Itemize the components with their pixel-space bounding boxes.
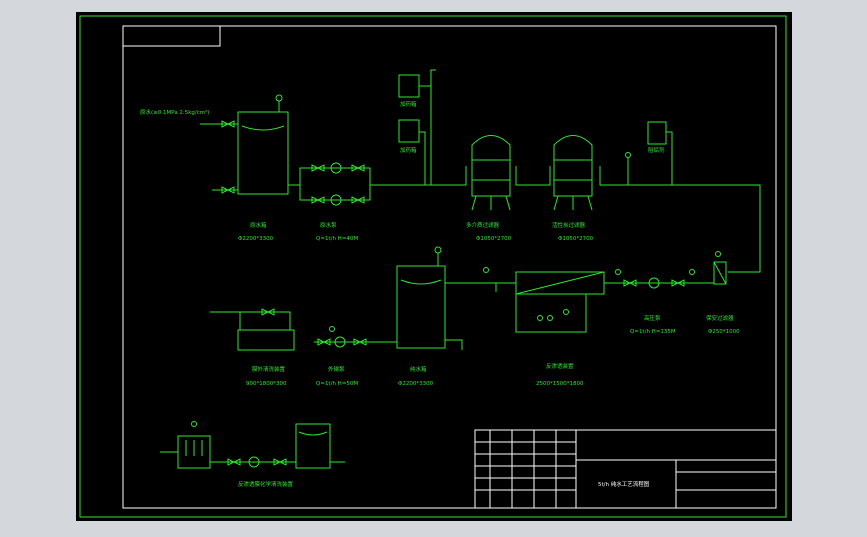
outlet-pump-label: 外输泵 [328,365,345,373]
pressure-gauge-icon [625,152,631,158]
multimedia-filter-spec: Φ1050*2700 [476,236,512,242]
security-filter-label: 保安过滤器 [706,314,734,322]
raw-tank-spec: Φ2200*3300 [238,236,274,242]
carbon-filter-spec: Φ1050*2700 [558,236,594,242]
cleaning-pump-icon [248,456,260,468]
inlet-valve-icon [221,120,235,128]
cleaning-tank [295,423,331,469]
multimedia-filter [471,135,511,211]
main-pipe-1 [370,166,467,186]
raw-water-source-label: 原水(≥0.1MPa 2.5kg/cm²) [140,108,209,116]
hp-pump-spec: Q=1t/h H=135M [630,329,676,335]
dosing-tank-2-label: 加药箱 [400,146,417,154]
carbon-filter [553,135,593,211]
membrane-clean-spec: 900*1800*300 [246,381,287,387]
security-filter-spec: Φ250*1000 [708,329,740,335]
drain-valve-icon [221,186,235,194]
raw-pump-spec: Q=1t/h H=40M [316,236,358,242]
multimedia-filter-label: 多介质过滤器 [466,221,500,229]
pure-tank-spec: Φ2200*3300 [398,381,434,387]
main-pipe-2 [515,166,551,186]
dosing-tank-1-label: 加药箱 [400,100,417,108]
raw-pump-2-icon [330,194,342,206]
antiscalant-tank [647,121,667,145]
outer-frame [79,15,787,518]
ro-unit-spec: 2500*1500*1800 [536,381,584,387]
corner-stamp-box [122,25,221,47]
security-filter [713,261,727,285]
tank-level-mark [241,125,285,131]
outlet-pump-spec: Q=1t/h H=50M [316,381,358,387]
pump-pipe-bottom [299,185,371,201]
antiscalant-label: 阻垢剂 [648,146,665,154]
pure-tank-label: 纯水箱 [410,365,427,373]
membrane-clean-tank [237,329,295,351]
hp-pump-icon [648,277,660,289]
raw-pump-1-icon [330,162,342,174]
membrane-clean-label: 膜外清洗装置 [252,365,286,373]
ro-cleaning-label: 反渗透膜化学清洗装置 [238,480,294,488]
inner-frame [122,25,777,509]
title-block-name: 5t/h 纯水工艺流程图 [598,480,650,488]
carbon-filter-label: 活性炭过滤器 [552,221,586,229]
ro-concentrate-pipe [515,294,587,333]
raw-water-tank [237,111,289,195]
dosing-tank-2 [398,119,420,143]
hp-pump-label: 高压泵 [644,314,661,322]
title-block [474,429,777,509]
ro-unit-label: 反渗透装置 [546,362,574,370]
outlet-pump-icon [334,336,346,348]
main-pipe-3 [599,166,761,273]
raw-pump-label: 原水泵 [320,221,337,229]
raw-tank-label: 原水箱 [250,221,267,229]
pure-water-tank [396,265,446,349]
pump-pipe-top [288,167,371,186]
